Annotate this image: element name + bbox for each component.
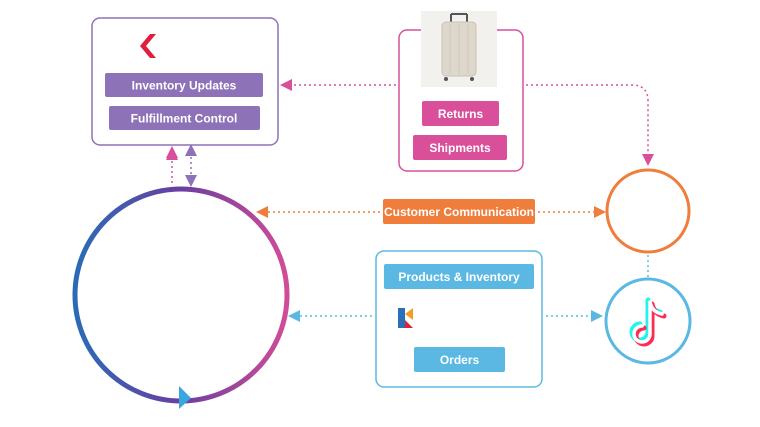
suitcase-photo bbox=[421, 11, 497, 87]
inventory-updates-label: Inventory Updates bbox=[105, 73, 263, 97]
shipments-text: Shipments bbox=[429, 141, 491, 155]
products-inventory-label: Products & Inventory bbox=[384, 264, 534, 289]
customer-communication-text: Customer Communication bbox=[384, 205, 534, 219]
tiktok-circle bbox=[604, 277, 692, 365]
shipments-label: Shipments bbox=[413, 135, 507, 160]
platform-ring bbox=[72, 186, 290, 409]
orders-label: Orders bbox=[414, 347, 505, 372]
blue-red-k-logo-icon bbox=[398, 308, 413, 328]
returns-label: Returns bbox=[422, 101, 499, 126]
orders-text: Orders bbox=[440, 353, 480, 367]
products-inventory-text: Products & Inventory bbox=[398, 270, 520, 284]
ring-arrow-icon bbox=[179, 386, 191, 409]
wms-box: Inventory Updates Fulfillment Control bbox=[91, 17, 279, 146]
customer-communication-label: Customer Communication bbox=[383, 199, 535, 224]
fulfillment-control-text: Fulfillment Control bbox=[131, 112, 238, 126]
returns-text: Returns bbox=[438, 107, 484, 121]
inventory-updates-text: Inventory Updates bbox=[132, 79, 237, 93]
returns-to-channel-arrow bbox=[526, 84, 654, 166]
tiktok-note-icon bbox=[629, 297, 667, 347]
orange-channel-circle bbox=[605, 168, 691, 254]
returns-box: Returns Shipments bbox=[398, 11, 524, 172]
commerce-box: Products & Inventory Orders bbox=[375, 250, 543, 388]
fulfillment-control-label: Fulfillment Control bbox=[109, 106, 260, 130]
red-chevron-logo-icon bbox=[140, 34, 156, 58]
